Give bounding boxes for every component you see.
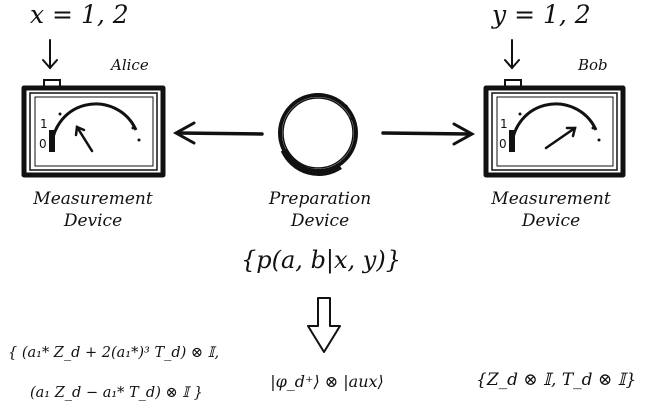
alice-device-label: Measurement Device	[18, 188, 168, 232]
bob-operators: {Z_d ⊗ 𝕀, T_d ⊗ 𝕀}	[476, 370, 637, 390]
alice-name: Alice	[111, 56, 149, 74]
bob-setting-label: y = 1, 2	[492, 0, 591, 29]
source-device-label: Preparation Device	[245, 188, 395, 232]
correlations-formula: {p(a, b|x, y)}	[241, 246, 401, 274]
alice-measurement-device	[21, 79, 166, 178]
bob-dial-needle	[544, 126, 577, 150]
alice-setting-label: x = 1, 2	[30, 0, 129, 29]
bob-device-label: Measurement Device	[476, 188, 626, 232]
bob-measurement-device	[483, 79, 626, 178]
alice-device-label-line2: Device	[63, 211, 123, 231]
alice-input-arrow	[42, 39, 58, 70]
bob-dial-tick-0: 0	[499, 137, 507, 151]
alice-dial-tick-0: 0	[39, 137, 47, 151]
self-tested-state: |φ_d⁺⟩ ⊗ |aux⟩	[270, 372, 384, 391]
arrow-to-alice	[172, 121, 264, 145]
implies-down-arrow	[307, 297, 341, 353]
preparation-device-circle	[278, 93, 358, 176]
alice-operators-line1: { (a₁* Z_d + 2(a₁*)³ T_d) ⊗ 𝕀,	[8, 345, 220, 361]
bob-name: Bob	[578, 56, 608, 74]
bob-dial-tick-1: 1	[500, 117, 508, 131]
alice-dial-tick-1: 1	[40, 117, 48, 131]
alice-device-label-line1: Measurement	[33, 189, 153, 209]
alice-operators-line2: (a₁ Z_d − a₁* T_d) ⊗ 𝕀 }	[30, 385, 203, 401]
arrow-to-bob	[381, 122, 476, 146]
source-device-label-line2: Device	[290, 211, 350, 231]
bob-device-label-line2: Device	[521, 211, 581, 231]
alice-dial-needle	[74, 125, 94, 153]
source-device-label-line1: Preparation	[268, 189, 372, 209]
bob-device-label-line1: Measurement	[491, 189, 611, 209]
bob-input-arrow	[504, 39, 520, 70]
